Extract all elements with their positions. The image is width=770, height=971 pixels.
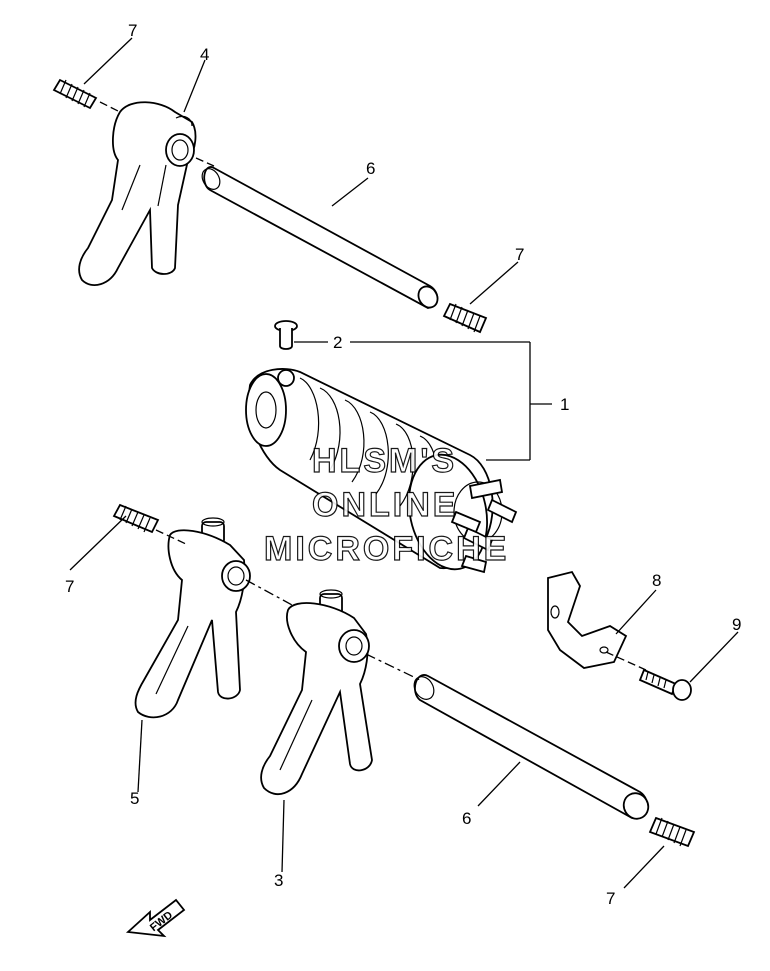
shift-fork-upper (78, 101, 197, 286)
callout-spring-lower-left: 7 (65, 577, 74, 596)
spring-lower-left (112, 503, 160, 534)
shift-fork-lower-right (260, 589, 373, 796)
callout-segment-plate: 8 (652, 571, 661, 590)
spring-lower-right (648, 816, 696, 848)
callout-spring-lower-right: 7 (606, 889, 615, 908)
segment-plate (547, 570, 628, 669)
callout-fork-upper: 4 (200, 45, 209, 64)
guide-bar-upper (201, 166, 439, 309)
callout-fork-lower-right: 3 (274, 871, 283, 890)
callout-fork-lower-left: 5 (130, 789, 139, 808)
bolt (638, 668, 692, 701)
callout-drum-pin: 2 (333, 333, 342, 352)
shift-drum (245, 368, 518, 574)
watermark: HLSM'S ONLINE MICROFICHE (263, 441, 509, 568)
drum-pin (274, 320, 298, 350)
watermark-line-3: MICROFICHE (264, 530, 509, 568)
callout-bolt: 9 (732, 615, 741, 634)
guide-bar-lower (413, 674, 650, 820)
fwd-arrow: FWD (125, 898, 186, 938)
callout-labels: 7 4 6 7 2 1 7 8 9 5 6 3 7 (65, 21, 741, 908)
callout-guide-bar-upper: 6 (366, 159, 375, 178)
spring-upper-right (442, 302, 488, 334)
spring-upper-left (52, 78, 98, 110)
watermark-line-2: ONLINE (312, 486, 458, 524)
leader-lines (69, 37, 739, 889)
watermark-line-1: HLSM'S (312, 442, 457, 480)
callout-guide-bar-lower: 6 (462, 809, 471, 828)
callout-spring-upper-left: 7 (128, 21, 137, 40)
callout-spring-upper-right: 7 (515, 245, 524, 264)
shift-fork-lower-left (134, 517, 251, 719)
callout-shift-drum: 1 (560, 395, 569, 414)
